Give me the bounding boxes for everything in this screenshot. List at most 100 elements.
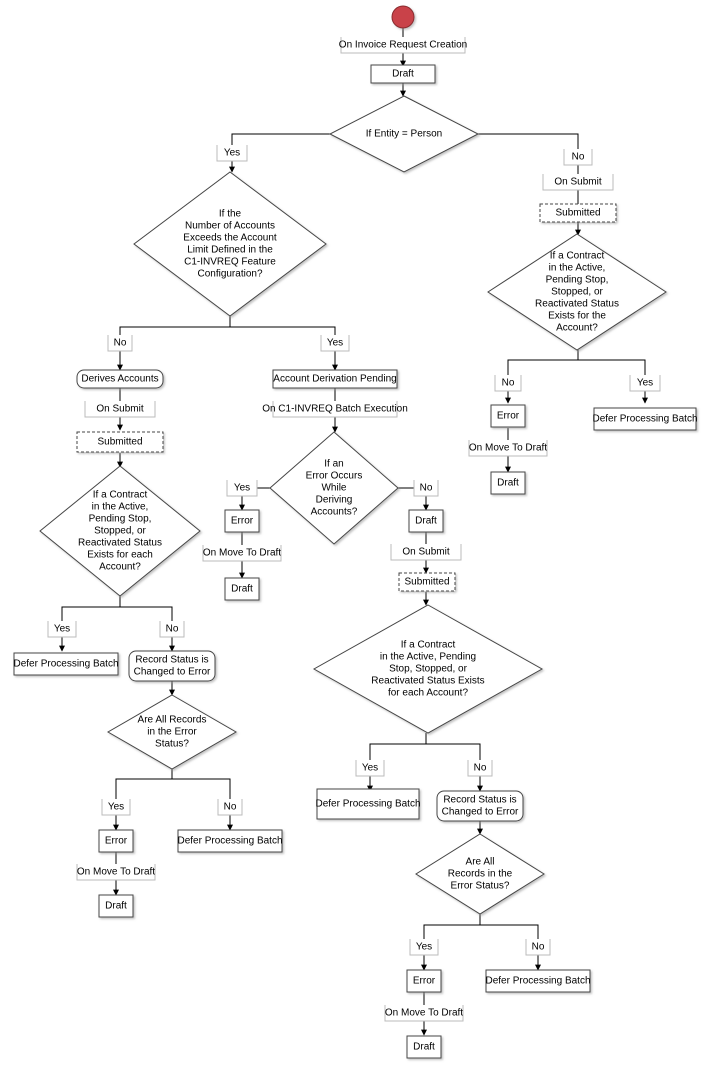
decision-error-deriving [269, 431, 399, 545]
defer-box-person: Defer Processing Batch [592, 407, 698, 431]
yes-label-left-records-text: Yes [108, 802, 124, 813]
on-move-to-draft-label-person-text: On Move To Draft [469, 443, 547, 454]
decision-error-deriving-line: If an [324, 459, 343, 470]
decision-contract-each-left-line: in the Active, [92, 502, 149, 513]
error-box-mid-text: Error [231, 516, 254, 527]
draft-box-mid: Draft [224, 577, 260, 601]
error-box-left-text: Error [105, 836, 128, 847]
on-submit-label-left-text: On Submit [96, 404, 143, 415]
on-move-to-draft-label-mid-records-text: On Move To Draft [385, 1008, 463, 1019]
defer-box-left: Defer Processing Batch [13, 652, 119, 676]
record-status-changed-left-line: Record Status is [135, 655, 208, 666]
decision-contract-each-mid-line: in the Active, Pending [380, 652, 476, 663]
start-event-label: On Invoice Request Creation [339, 37, 467, 54]
no-label-accounts-text: No [114, 338, 127, 349]
decision-error-deriving-line: While [321, 483, 346, 494]
on-move-to-draft-label-mid-text: On Move To Draft [203, 548, 281, 559]
error-box-mid: Error [224, 509, 260, 533]
error-box-left: Error [98, 829, 134, 853]
defer-box-left-records: Defer Processing Batch [177, 829, 283, 853]
draft-top-box-text: Draft [392, 69, 414, 80]
no-label-entity-text: No [572, 152, 585, 163]
no-label-accounts: No [107, 335, 133, 352]
decision-all-records-mid-line: Are All [466, 857, 495, 868]
submitted-person-box: Submitted [539, 203, 617, 223]
decision-contract-each-left-line: Pending Stop, [89, 514, 152, 525]
decision-accounts-limit-line: Limit Defined in the [187, 245, 273, 256]
decision-all-records-mid-line: Records in the [448, 869, 513, 880]
decision-error-deriving-line: Error Occurs [306, 471, 363, 482]
yes-label-mid: Yes [355, 760, 385, 777]
draft-box-left-text: Draft [105, 901, 127, 912]
defer-box-mid: Defer Processing Batch [315, 788, 421, 820]
on-batch-execution-label-text: On C1-INVREQ Batch Execution [262, 404, 408, 415]
yes-label-accounts: Yes [320, 335, 350, 352]
on-batch-execution-label: On C1-INVREQ Batch Execution [262, 401, 408, 418]
defer-box-person-text: Defer Processing Batch [592, 414, 697, 425]
record-status-changed-mid-line: Changed to Error [442, 807, 519, 818]
error-box-mid-records: Error [406, 969, 442, 993]
no-label-deriving-text: No [420, 483, 433, 494]
on-submit-label-person-text: On Submit [554, 177, 601, 188]
no-label-entity: No [563, 149, 593, 166]
no-label-left-records: No [217, 799, 243, 816]
decision-contract-person [487, 233, 667, 351]
account-derivation-pending-box-text: Account Derivation Pending [273, 374, 396, 385]
decision-accounts-limit [133, 171, 327, 317]
decision-error-deriving-line: Deriving [316, 495, 353, 506]
decision-contract-each-left [39, 465, 201, 597]
decision-contract-each-left-line: Exists for each [87, 550, 153, 561]
decision-contract-each-left-line: Reactivated Status [78, 538, 162, 549]
decision-all-records-left [107, 694, 237, 770]
connector [117, 316, 231, 371]
draft-box-mid-no-text: Draft [415, 516, 437, 527]
draft-box-left: Draft [98, 894, 134, 918]
account-derivation-pending-box: Account Derivation Pending [272, 369, 398, 389]
decision-contract-person-line: Exists for the [548, 311, 606, 322]
yes-label-entity: Yes [216, 145, 248, 162]
draft-box-person-text: Draft [497, 478, 519, 489]
decision-accounts-limit-line: Configuration? [197, 269, 262, 280]
defer-box-mid-records-text: Defer Processing Batch [485, 976, 590, 987]
draft-top-box: Draft [370, 64, 436, 84]
no-label-left-text: No [166, 624, 179, 635]
defer-box-mid-text: Defer Processing Batch [315, 799, 420, 810]
no-label-mid-records-text: No [532, 942, 545, 953]
yes-label-left-records: Yes [101, 799, 131, 816]
no-label-deriving: No [413, 480, 439, 497]
decision-all-records-left-line: Are All Records [138, 715, 207, 726]
decision-error-deriving-line: Accounts? [311, 507, 358, 518]
yes-label-person-text: Yes [637, 378, 653, 389]
error-box-person-text: Error [497, 411, 520, 422]
record-status-changed-left-line: Changed to Error [134, 667, 211, 678]
defer-box-left-text: Defer Processing Batch [13, 659, 118, 670]
on-submit-label-left: On Submit [84, 401, 156, 418]
submitted-mid-box: Submitted [398, 572, 456, 592]
defer-box-mid-records: Defer Processing Batch [485, 969, 591, 993]
draft-box-mid-records-text: Draft [413, 1042, 435, 1053]
yes-label-deriving-text: Yes [234, 483, 250, 494]
on-move-to-draft-label-left-text: On Move To Draft [77, 867, 155, 878]
record-status-changed-mid-line: Record Status is [443, 795, 516, 806]
yes-label-deriving: Yes [226, 480, 258, 497]
no-label-person: No [494, 375, 522, 392]
on-move-to-draft-label-mid: On Move To Draft [202, 545, 282, 562]
yes-label-person: Yes [629, 375, 661, 392]
connector [478, 133, 581, 236]
decision-accounts-limit-line: C1-INVREQ Feature [184, 257, 276, 268]
no-label-mid: No [467, 760, 493, 777]
yes-label-accounts-text: Yes [327, 338, 343, 349]
error-box-mid-records-text: Error [413, 976, 436, 987]
submitted-left-box: Submitted [76, 431, 164, 453]
start-node [391, 5, 415, 29]
decision-contract-each-mid [312, 604, 544, 734]
decision-contract-person-line: in the Active, [549, 263, 606, 274]
start-event-label-text: On Invoice Request Creation [339, 40, 467, 51]
decision-contract-each-mid-line: Stop, Stopped, or [389, 664, 468, 675]
yes-label-mid-text: Yes [362, 763, 378, 774]
